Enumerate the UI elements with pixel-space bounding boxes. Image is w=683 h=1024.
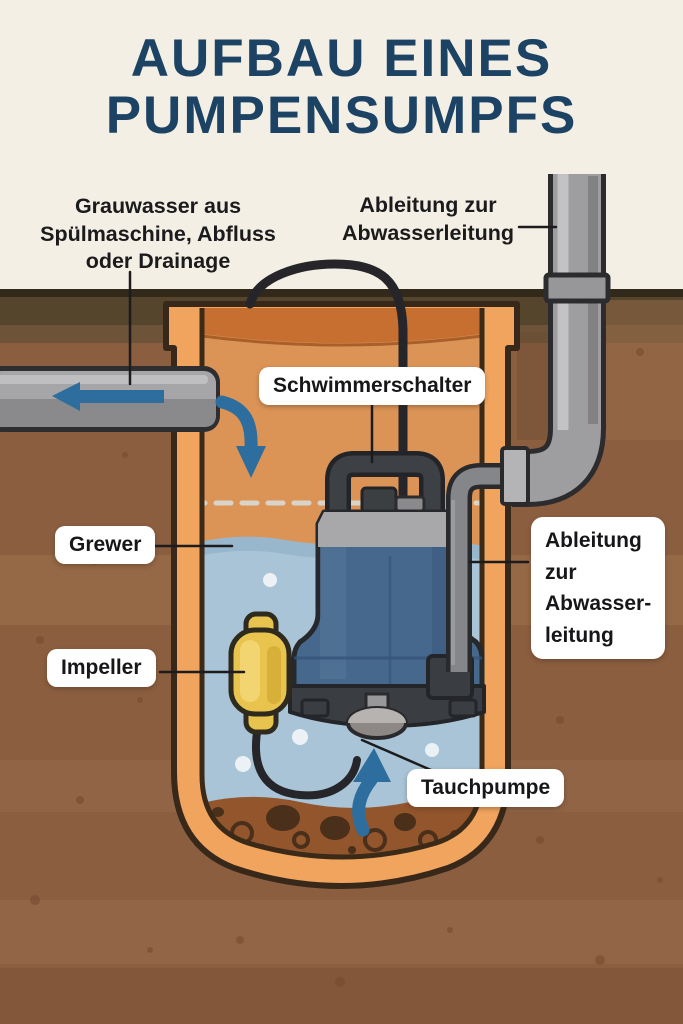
label-ableitung-top: Ableitung zur Abwasserleitung	[341, 193, 515, 245]
label-impeller: Impeller	[47, 649, 156, 687]
pump-power-cable	[245, 259, 408, 501]
label-ableitung-right: Ableitung zur Abwasser- leitung	[531, 517, 666, 659]
pointer-lines	[128, 225, 558, 779]
inlet-pipe	[0, 366, 220, 432]
page-title: AUFBAU EINES PUMPENSUMPFS	[105, 29, 578, 146]
discharge-pipe-external	[512, 174, 611, 507]
float-switch	[228, 611, 361, 800]
pump-cap	[360, 486, 398, 514]
inflow-arrow-down	[215, 395, 266, 478]
upflow-arrow	[352, 748, 391, 837]
inflow-arrow-left	[52, 382, 164, 411]
discharge-pipe-internal	[426, 446, 530, 700]
label-tauchpumpe: Tauchpumpe	[407, 769, 565, 807]
label-grauwasser: Grauwasser aus Spülmaschine, Abfluss ode…	[40, 194, 276, 274]
float-cable	[251, 722, 361, 800]
pump-foot-right	[448, 698, 478, 718]
pebbles	[212, 805, 460, 854]
label-grewer: Grewer	[55, 526, 156, 564]
wall-fitting	[500, 446, 530, 506]
label-schwimmerschalter: Schwimmerschalter	[259, 367, 486, 405]
pipe-coupling	[543, 272, 611, 304]
cable-gland	[394, 495, 426, 513]
container-rim-shadow	[202, 308, 482, 343]
bubbles	[235, 573, 469, 772]
pump-foot-left	[300, 698, 330, 718]
container-inner-outline	[199, 308, 485, 860]
